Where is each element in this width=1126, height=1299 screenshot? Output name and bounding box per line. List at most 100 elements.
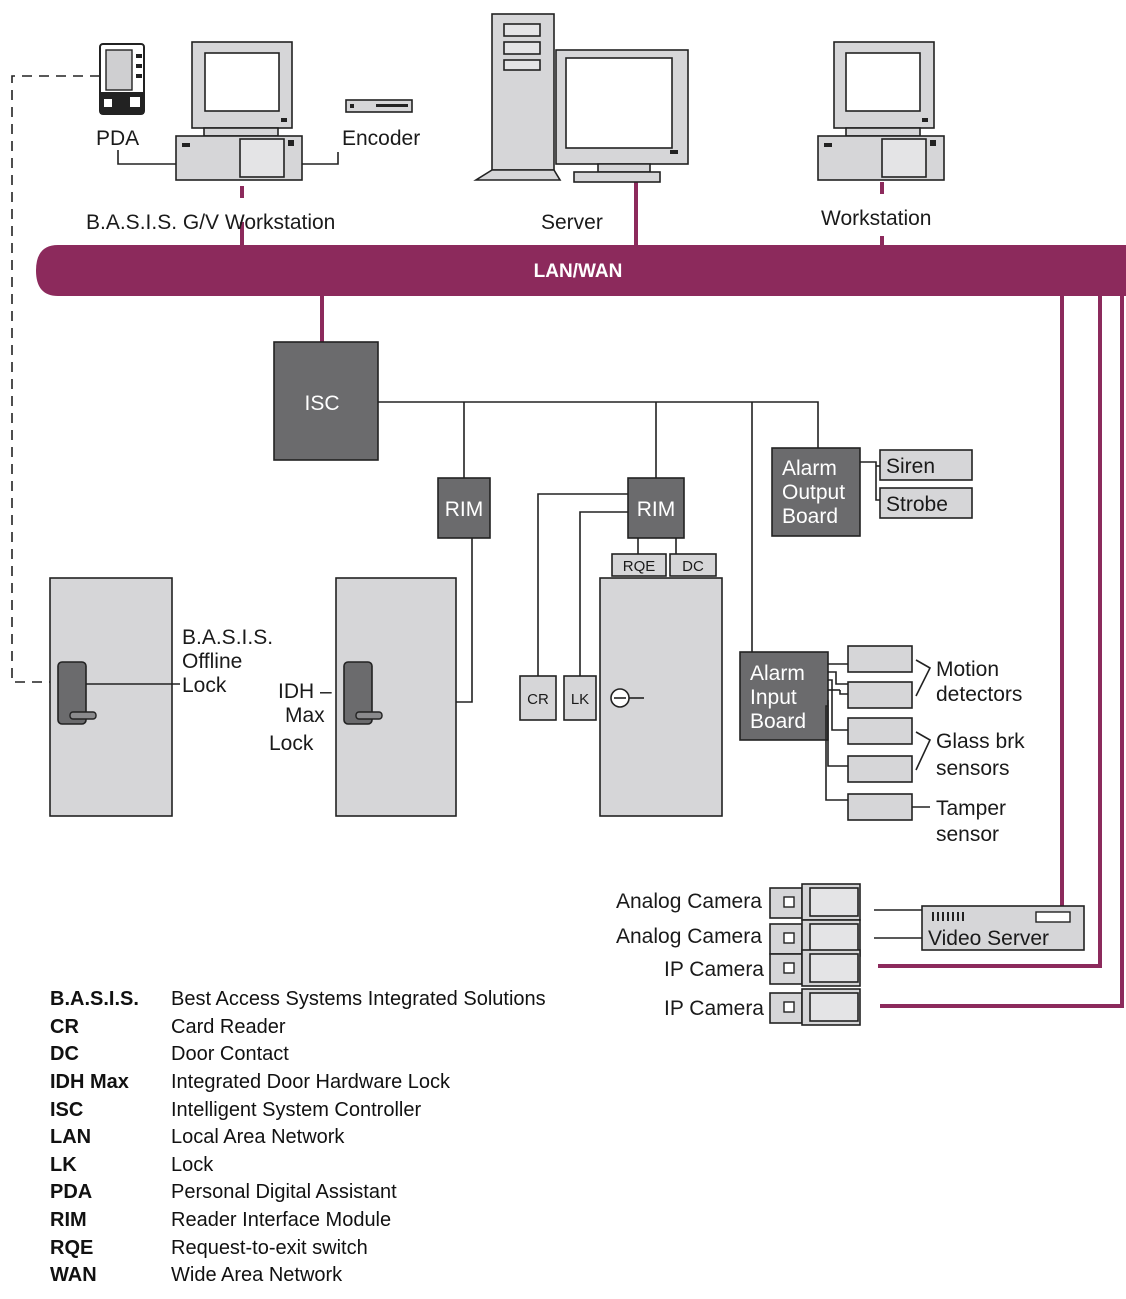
pda-label: PDA [96,127,139,150]
ip-camera-1-link [878,296,1102,968]
alarm-input-board [739,651,829,741]
legend-abbreviation: RIM [50,1209,87,1232]
encoder-icon [345,99,413,113]
legend-definition: Reader Interface Module [171,1209,392,1232]
server-label: Server [541,211,603,234]
legend-definition: Intelligent System Controller [171,1098,422,1121]
svg-text:Board: Board [750,710,806,733]
legend-row: LAN Local Area Network [50,1124,690,1152]
legend-abbreviation: CR [50,1015,79,1038]
legend-row: PDA Personal Digital Assistant [50,1179,690,1207]
ip-camera-label-2: IP Camera [664,997,764,1020]
pda-icon [99,43,145,115]
legend-definition: Door Contact [171,1043,289,1066]
camera-icon [769,949,861,987]
svg-text:sensor: sensor [936,823,999,846]
svg-text:Lock: Lock [269,732,314,755]
legend-definition: Best Access Systems Integrated Solutions [171,988,546,1011]
svg-text:LK: LK [571,691,589,708]
door-lever-icon [343,661,383,725]
svg-text:Alarm: Alarm [782,457,837,480]
isc-label: ISC [304,392,339,415]
rqe-switch [611,553,667,577]
door-icon [599,577,723,817]
svg-text:Tamper: Tamper [936,797,1006,820]
camera-icon [769,883,861,921]
door-contact [669,553,717,577]
lock-module [563,675,597,721]
door-lever-icon [57,661,97,725]
siren-label: Siren [886,455,935,478]
legend-definition: Card Reader [171,1015,286,1038]
svg-text:detectors: detectors [936,683,1022,706]
legend-definition: Lock [171,1153,214,1176]
camera-icon [769,988,861,1026]
svg-text:IDH –: IDH – [278,680,332,703]
glass-sensor-2 [847,755,913,783]
pda-sync-link [11,75,100,683]
legend-row: DC Door Contact [50,1041,690,1069]
workstation-icon [175,41,303,181]
legend-abbreviation: PDA [50,1181,93,1204]
legend-abbreviation: IDH Max [50,1071,129,1094]
legend-row: LK Lock [50,1152,690,1180]
legend-row: CR Card Reader [50,1014,690,1042]
strobe-device [879,487,973,519]
gv-workstation-label: B.A.S.I.S. G/V Workstation [86,211,335,234]
strobe-label: Strobe [886,493,948,516]
svg-text:Output: Output [782,481,845,504]
analog-camera-label-1: Analog Camera [616,890,762,913]
isc-controller [273,341,379,461]
workstation-label: Workstation [821,207,932,230]
siren-device [879,449,973,481]
legend-abbreviation: ISC [50,1098,84,1121]
rim-label-1: RIM [445,498,484,521]
svg-text:Board: Board [782,505,838,528]
lan-wan-bus: LAN/WAN [36,245,1126,296]
legend-abbreviation: WAN [50,1264,97,1287]
legend-row: WAN Wide Area Network [50,1262,690,1290]
legend-definition: Personal Digital Assistant [171,1181,397,1204]
svg-text:Offline: Offline [182,650,242,673]
legend-abbreviation: LK [50,1153,77,1176]
monitor-icon [555,49,689,183]
legend-definition: Request-to-exit switch [171,1236,368,1259]
rim-label-2: RIM [637,498,676,521]
svg-text:Motion: Motion [936,658,999,681]
alarm-output-board [771,447,861,537]
legend-row: B.A.S.I.S. Best Access Systems Integrated… [50,986,690,1014]
card-reader [519,675,557,721]
encoder-label: Encoder [342,127,420,150]
legend-definition: Local Area Network [171,1126,345,1149]
motion-detector-2 [847,681,913,709]
legend-definition: Integrated Door Hardware Lock [171,1071,451,1094]
legend-abbreviation: LAN [50,1126,92,1149]
svg-text:Input: Input [750,686,797,709]
svg-text:CR: CR [527,691,549,708]
svg-text:RQE: RQE [623,558,656,575]
video-server-label: Video Server [928,927,1049,950]
server-tower-icon [473,13,562,181]
tamper-sensor [847,793,913,821]
legend-definition: Wide Area Network [171,1264,343,1287]
ip-camera-2-link [880,296,1124,1008]
rim-module-2 [627,477,685,539]
svg-text:Glass brk: Glass brk [936,730,1025,753]
legend-row: RIM Reader Interface Module [50,1207,690,1235]
legend-abbreviation: B.A.S.I.S. [50,988,139,1011]
svg-text:B.A.S.I.S.: B.A.S.I.S. [182,626,273,649]
svg-text:Alarm: Alarm [750,662,805,685]
legend-abbreviation: DC [50,1043,79,1066]
rim-module-1 [437,477,491,539]
video-server-icon [921,905,1085,951]
analog-camera-label-2: Analog Camera [616,925,762,948]
legend-row: ISC Intelligent System Controller [50,1096,690,1124]
svg-text:DC: DC [682,558,704,575]
svg-text:Max: Max [285,704,325,727]
svg-text:Lock: Lock [182,674,227,697]
glass-sensor-1 [847,717,913,745]
legend-row: IDH Max Integrated Door Hardware Lock [50,1069,690,1097]
isc-bus-wire [378,401,819,448]
